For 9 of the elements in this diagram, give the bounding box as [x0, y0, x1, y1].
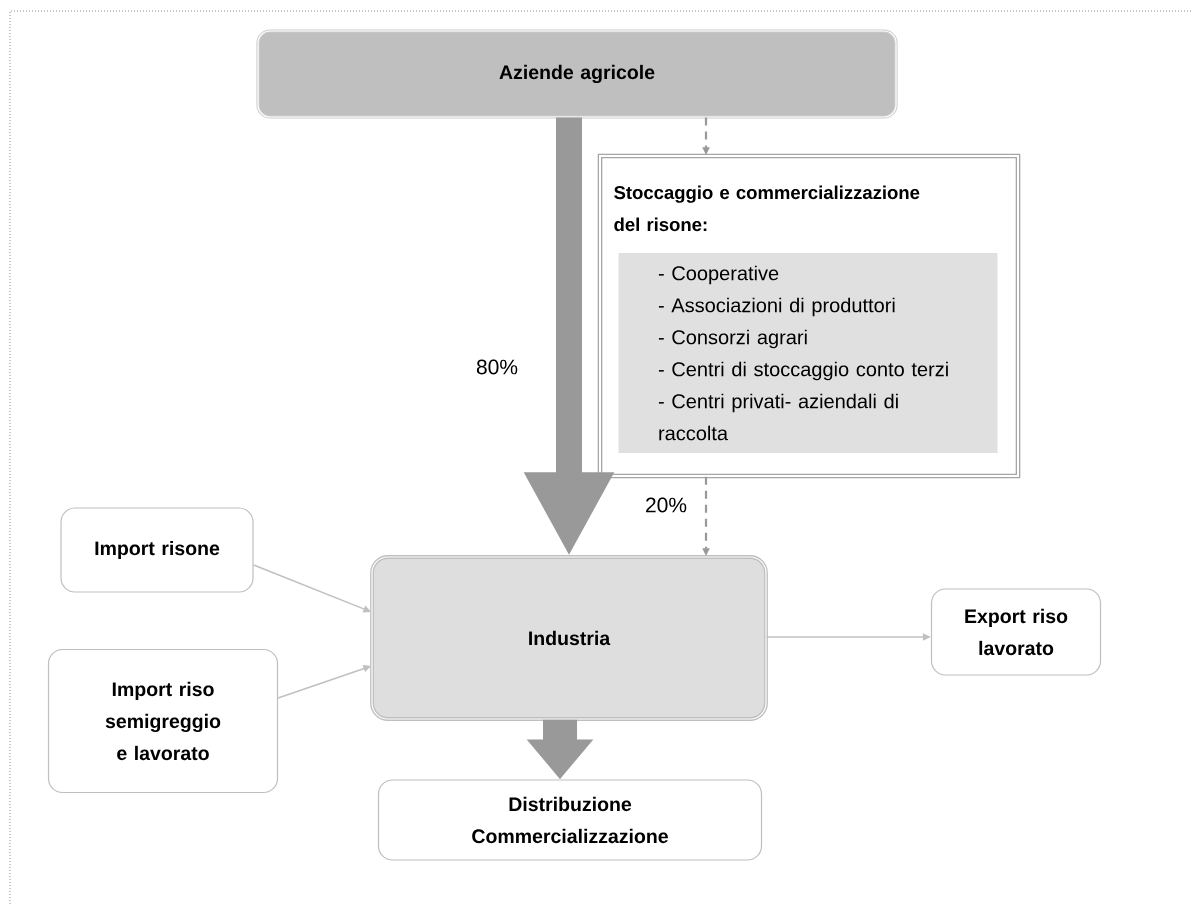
process-box: Export riso lavorato: [930, 588, 1102, 676]
list-panel: - Cooperative - Associazioni di produttori - Consorzi agrari - Centri di stoccaggio conto terzi - Centri privati- aziendali di raccolta: [618, 253, 998, 453]
process-box: Distribuzione Commercializzazione: [377, 779, 763, 861]
process-box: Import riso semigreggio e lavorato: [47, 648, 279, 794]
process-box: Industria: [370, 555, 768, 721]
edge-label: 80%: [475, 358, 519, 376]
process-box: Import risone: [60, 507, 254, 593]
process-box: Aziende agricole: [256, 29, 898, 119]
edge-label: 20%: [644, 496, 688, 514]
